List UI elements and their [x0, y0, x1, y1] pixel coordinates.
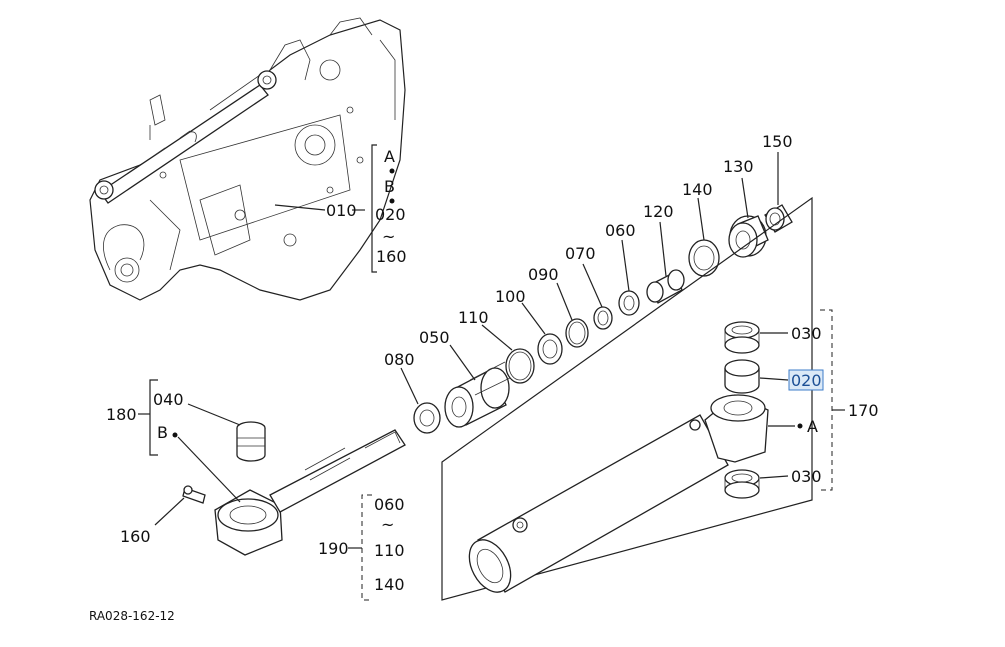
- callout-140-top[interactable]: 140: [682, 180, 713, 199]
- callout-020-top[interactable]: 020: [375, 205, 406, 224]
- callout-020-selected[interactable]: 020: [791, 371, 822, 390]
- callout-090[interactable]: 090: [528, 265, 559, 284]
- callout-150[interactable]: 150: [762, 132, 793, 151]
- callout-130[interactable]: 130: [723, 157, 754, 176]
- callout-110-bottom[interactable]: 110: [374, 541, 405, 560]
- seal-parts: [413, 204, 793, 434]
- callout-100[interactable]: 100: [495, 287, 526, 306]
- drawing-id: RA028-162-12: [89, 609, 175, 623]
- callout-120[interactable]: 120: [643, 202, 674, 221]
- callout-A-top[interactable]: A: [384, 147, 395, 166]
- selected-part-highlight: [788, 369, 824, 391]
- frame-assembly-drawing: [89, 17, 406, 301]
- callout-070[interactable]: 070: [565, 244, 596, 263]
- cylinder-assembly: [441, 196, 845, 601]
- callout-030-bottom[interactable]: 030: [791, 467, 822, 486]
- seal-leaders: [400, 152, 779, 405]
- callout-160-top[interactable]: 160: [376, 247, 407, 266]
- piston-rod-assembly: [138, 379, 406, 601]
- callout-040[interactable]: 040: [153, 390, 184, 409]
- tilde-top: ~: [382, 227, 395, 246]
- callout-B-top[interactable]: B: [384, 177, 395, 196]
- callout-180[interactable]: 180: [106, 405, 137, 424]
- callout-060-bottom[interactable]: 060: [374, 495, 405, 514]
- callout-060-top[interactable]: 060: [605, 221, 636, 240]
- tilde-bottom: ~: [381, 515, 394, 534]
- callout-010[interactable]: 010: [326, 201, 357, 220]
- callout-190[interactable]: 190: [318, 539, 349, 558]
- callout-080[interactable]: 080: [384, 350, 415, 369]
- callout-160-left[interactable]: 160: [120, 527, 151, 546]
- callout-110-top[interactable]: 110: [458, 308, 489, 327]
- callout-A-cylinder[interactable]: A: [807, 417, 818, 436]
- top-callout-group: [274, 144, 395, 273]
- callout-030-top[interactable]: 030: [791, 324, 822, 343]
- callout-140-bottom[interactable]: 140: [374, 575, 405, 594]
- callout-B-left[interactable]: B: [157, 423, 168, 442]
- callout-050[interactable]: 050: [419, 328, 450, 347]
- callout-170[interactable]: 170: [848, 401, 879, 420]
